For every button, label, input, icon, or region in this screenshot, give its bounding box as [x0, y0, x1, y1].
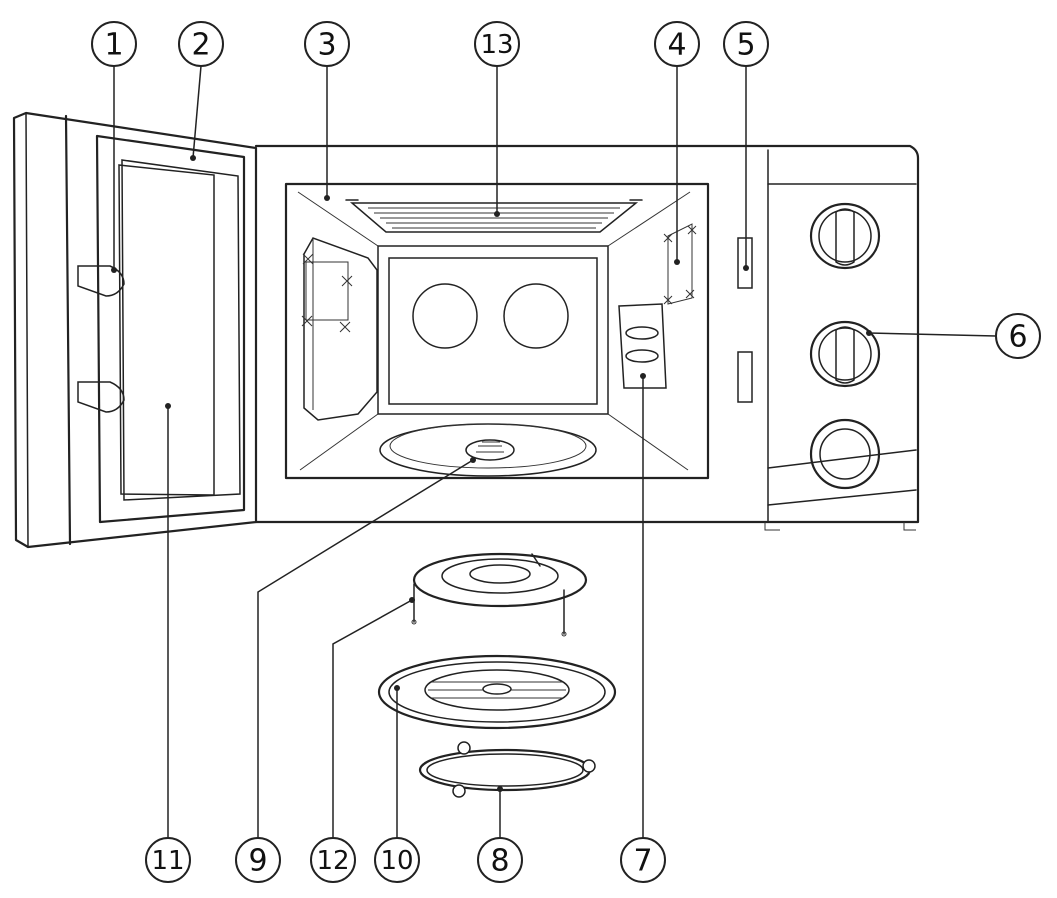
control-panel [811, 204, 879, 488]
callout-1: 1 [92, 22, 136, 66]
callout-2-label: 2 [191, 28, 210, 63]
callout-1-label: 1 [104, 28, 123, 63]
callout-4: 4 [655, 22, 699, 66]
callout-4-label: 4 [667, 28, 686, 63]
callout-11: 11 [146, 838, 190, 882]
grill-rack [412, 554, 586, 636]
power-knob [811, 204, 879, 268]
door-release-button [811, 420, 879, 488]
grill-heater [346, 200, 642, 232]
glass-tray [379, 656, 615, 728]
callout-7-label: 7 [633, 844, 652, 879]
callout-8-label: 8 [490, 844, 509, 879]
callout-3-label: 3 [317, 28, 336, 63]
turntable-shaft [466, 440, 514, 460]
door-latch-hooks [78, 266, 124, 412]
callout-10: 10 [375, 838, 419, 882]
callout-10-label: 10 [380, 846, 413, 876]
mounting-plate [664, 224, 696, 304]
callout-2: 2 [179, 22, 223, 66]
callout-9-label: 9 [248, 844, 267, 879]
callout-7: 7 [621, 838, 665, 882]
callout-12: 12 [311, 838, 355, 882]
callout-13-label: 13 [480, 30, 513, 60]
callout-11-label: 11 [151, 846, 184, 876]
callout-8: 8 [478, 838, 522, 882]
callout-5: 5 [724, 22, 768, 66]
callout-6-label: 6 [1008, 320, 1027, 355]
callout-9: 9 [236, 838, 280, 882]
callout-13: 13 [475, 22, 519, 66]
callout-3: 3 [305, 22, 349, 66]
callout-6: 6 [996, 314, 1040, 358]
callout-5-label: 5 [736, 28, 755, 63]
door [14, 113, 256, 547]
door-safety-lock-slots [738, 238, 752, 402]
callout-12-label: 12 [316, 846, 349, 876]
roller-ring [420, 742, 595, 797]
